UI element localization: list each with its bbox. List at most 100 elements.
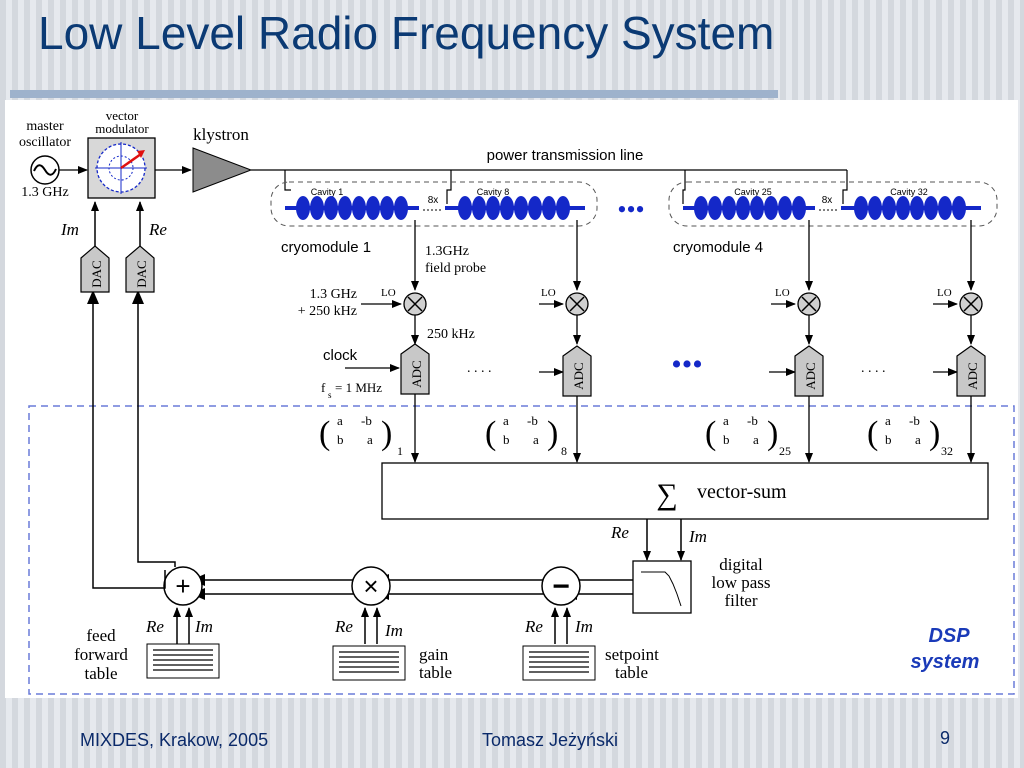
matrix-8-a: a — [503, 413, 509, 428]
gain-multiplier-circle — [351, 566, 391, 606]
sine-wave-icon — [33, 164, 57, 176]
sampling-value: = 1 MHz — [335, 380, 382, 395]
matrix-32-a2: a — [915, 432, 921, 447]
filter-label-1: digital — [719, 555, 763, 574]
low-pass-filter-block — [632, 560, 692, 614]
im-feedback-arrow — [87, 290, 99, 304]
cavity-8-cells — [458, 196, 570, 220]
feed-to-cavity-32 — [842, 170, 848, 204]
clock-label: clock — [323, 347, 358, 364]
matrix-32-a: a — [885, 413, 891, 428]
adc-dots-25: . . . . — [861, 361, 886, 376]
gain-table-label-1: gain — [419, 645, 449, 664]
footer-conference: MIXDES, Krakow, 2005 — [80, 730, 269, 750]
mixer-1: LO — [361, 287, 427, 316]
matrix-1-b: b — [337, 432, 344, 447]
adc-label-25: ADC — [803, 362, 818, 389]
ff-table-label-1: feed — [86, 626, 116, 645]
cavity-25-cells — [694, 196, 806, 220]
phasor-arrow-icon — [120, 152, 142, 170]
cryomodule-4-outline — [668, 181, 998, 227]
ff-table-label-2: forward — [74, 645, 128, 664]
matrix-32-paren-r: ) — [929, 415, 940, 452]
lo-frequency-label-2: + 250 kHz — [298, 304, 357, 319]
matrix-8-paren-l: ( — [485, 415, 496, 452]
matrix-8-b: b — [503, 432, 510, 447]
if-frequency-label: 250 kHz — [427, 327, 475, 342]
matrix-32-paren-l: ( — [867, 415, 878, 452]
rotation-matrix-8: ( a -b b a ) 8 — [485, 413, 567, 458]
sigma-symbol: ∑ — [656, 478, 677, 511]
matrix-1-paren-l: ( — [319, 415, 330, 452]
matrix-1-a: a — [337, 413, 343, 428]
dac-im: DAC — [80, 245, 110, 293]
dac-im-label: DAC — [89, 260, 104, 287]
sampling-sub: s — [328, 390, 332, 400]
matrix-25-a2: a — [753, 432, 759, 447]
vector-modulator-label-1: vector — [106, 108, 139, 123]
mixer-8: LO — [539, 287, 589, 316]
matrix-1-paren-r: ) — [381, 415, 392, 452]
adc-32: ADC — [956, 345, 986, 397]
dsp-label-2: system — [911, 651, 980, 673]
llrf-diagram: master oscillator 1.3 GHz vector modulat… — [19, 108, 1015, 695]
master-oscillator-label-1: master — [26, 119, 64, 134]
slide-title: Low Level Radio Frequency System — [38, 7, 775, 59]
adder-plus-symbol: + — [175, 571, 190, 601]
feed-to-cavity-8 — [446, 170, 452, 204]
cavity-1-cells — [296, 196, 408, 220]
setpoint-table-label-1: setpoint — [605, 645, 659, 664]
ff-table-label-3: table — [84, 664, 117, 683]
cryomodule-1-outline — [270, 181, 598, 227]
vector-sum-block — [381, 462, 989, 520]
lo-frequency-label-1: 1.3 GHz — [310, 287, 357, 302]
sampling-f: f — [321, 380, 326, 395]
lo-label-8: LO — [541, 287, 556, 299]
matrix-index-1: 1 — [397, 444, 403, 458]
matrix-index-32: 32 — [941, 444, 953, 458]
footer-page-number: 9 — [940, 728, 951, 748]
adc-25: ADC — [794, 345, 824, 397]
dac-re-label: DAC — [134, 260, 149, 287]
ff-re-label: Re — [145, 617, 164, 636]
matrix-25-b: b — [723, 432, 730, 447]
cryomodule-ellipsis: ••• — [617, 195, 644, 224]
rotation-matrix-32: ( a -b b a ) 32 — [867, 413, 953, 458]
field-probe-label-2: field probe — [425, 261, 486, 276]
matrix-25-a: a — [723, 413, 729, 428]
feed-to-cavity-25 — [682, 170, 686, 204]
adc-label-1: ADC — [409, 360, 424, 387]
filter-response-icon — [641, 571, 682, 607]
setpoint-table-label-2: table — [615, 663, 648, 682]
klystron-label: klystron — [193, 125, 249, 144]
power-line-label: power transmission line — [487, 147, 644, 164]
matrix-32-minus-b: -b — [909, 413, 920, 428]
matrix-8-minus-b: -b — [527, 413, 538, 428]
cavity-25-label: Cavity 25 — [734, 187, 772, 197]
dac-re-text: Re — [148, 220, 167, 239]
footer-author: Tomasz Jeżyński — [482, 730, 619, 750]
adc-ellipsis: ••• — [671, 348, 703, 381]
adc-1: ADC — [400, 343, 430, 395]
adc-8: ADC — [562, 345, 592, 397]
matrix-8-a2: a — [533, 432, 539, 447]
cavity-8-label: Cavity 8 — [477, 187, 510, 197]
vector-modulator-label-2: modulator — [95, 121, 149, 136]
subtractor-minus-symbol: − — [552, 570, 570, 603]
adc-label-32: ADC — [965, 362, 980, 389]
matrix-25-minus-b: -b — [747, 413, 758, 428]
matrix-25-paren-l: ( — [705, 415, 716, 452]
rotation-matrix-25: ( a -b b a ) 25 — [705, 413, 791, 458]
cavity-multiplier-4: 8x — [822, 195, 833, 206]
lo-label-1: LO — [381, 287, 396, 299]
diagram-panel: master oscillator 1.3 GHz vector modulat… — [5, 100, 1018, 698]
multiplier-symbol: × — [363, 571, 378, 601]
mixer-32: LO — [933, 287, 983, 316]
adder-circle — [163, 566, 203, 606]
title-underline — [10, 90, 778, 98]
ff-im-label: Im — [194, 617, 213, 636]
field-probe-label-1: 1.3GHz — [425, 244, 469, 259]
matrix-32-b: b — [885, 432, 892, 447]
gain-table-icon — [332, 645, 406, 681]
lo-label-25: LO — [775, 287, 790, 299]
